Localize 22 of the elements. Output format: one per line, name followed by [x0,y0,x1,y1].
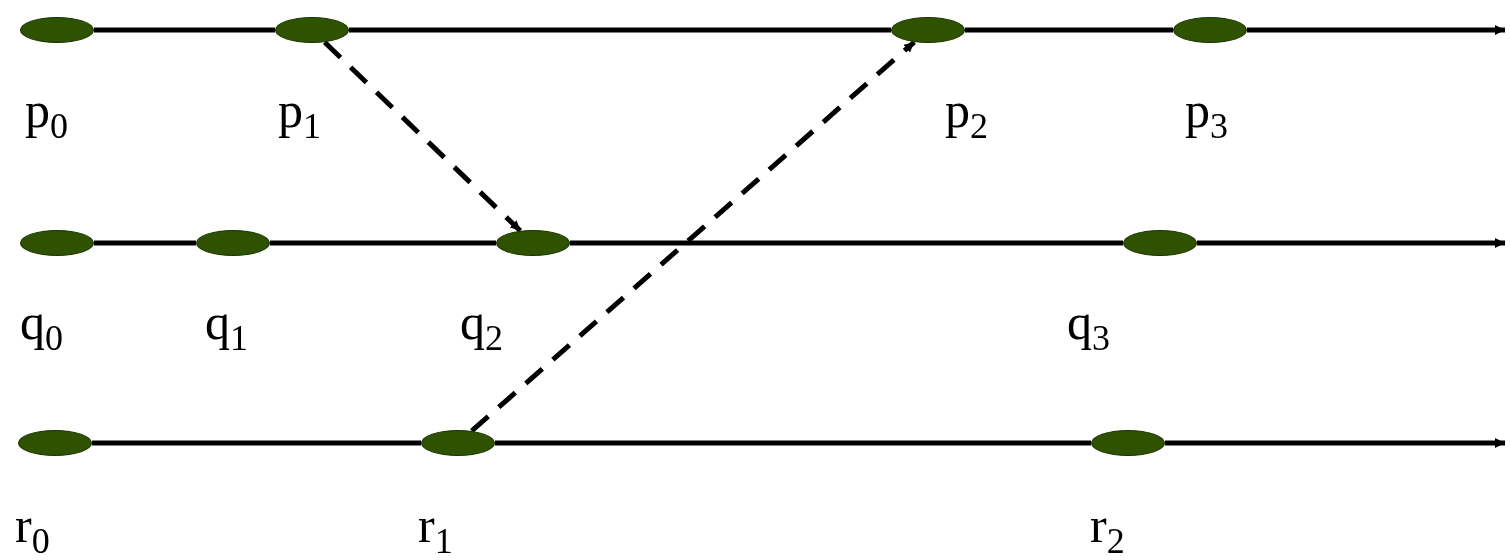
timeline-line [92,440,421,446]
event-label: q$_{2}$ [460,297,503,356]
timeline-line [495,440,1091,446]
timeline-line [570,240,1123,246]
event-label: p$_{0}$ [25,85,68,144]
timeline-arrow [1197,238,1505,248]
event-label: q$_{3}$ [1067,297,1110,356]
timeline-arrow [1165,438,1505,448]
event-label: r$_{0}$ [15,500,50,559]
timeline-line [270,240,496,246]
event-label: p$_{3}$ [1185,85,1228,144]
timeline-line [94,240,196,246]
timeline-line [965,27,1173,33]
event-label: r$_{1}$ [418,500,453,559]
event-label: r$_{2}$ [1090,500,1125,559]
timeline-line [94,27,275,33]
event-label: q$_{1}$ [205,297,248,356]
timeline-line [349,27,891,33]
timeline-arrow [1247,25,1505,35]
event-label: q$_{0}$ [20,297,63,356]
event-label: p$_{2}$ [945,85,988,144]
event-label: p$_{1}$ [278,85,321,144]
